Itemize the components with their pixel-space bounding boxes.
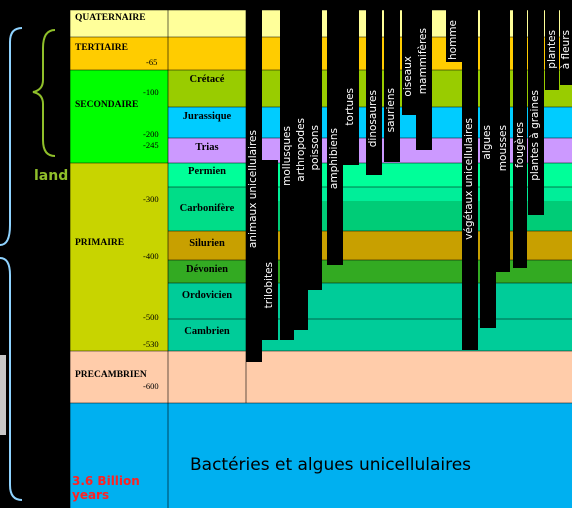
age-530: -530 bbox=[143, 339, 159, 349]
label-dinosaures: dinosaures bbox=[368, 90, 379, 147]
label-algues: algues bbox=[482, 125, 493, 160]
bar-trilobites bbox=[262, 160, 278, 340]
label-oiseaux: oiseaux bbox=[403, 56, 414, 97]
age-200: -200 bbox=[143, 129, 159, 139]
era-secondaire-label: SECONDAIRE bbox=[75, 100, 138, 110]
period-ordovicien-label: Ordovicien bbox=[168, 290, 246, 301]
bar-algues bbox=[480, 10, 496, 328]
period-jurassique-label: Jurassique bbox=[168, 111, 246, 122]
label-mousses: mousses bbox=[498, 125, 509, 171]
label-mammiferes: mammifères bbox=[418, 28, 429, 94]
label-plantes-graines: plantes à graines bbox=[530, 90, 541, 181]
age-65: -65 bbox=[146, 57, 157, 67]
label-tortues: tortues bbox=[345, 88, 356, 126]
label-mollusques: mollusques bbox=[282, 126, 293, 186]
age-600: -600 bbox=[143, 381, 159, 391]
age-100: -100 bbox=[143, 87, 159, 97]
era-primaire-label: PRIMAIRE bbox=[75, 238, 124, 248]
period-carbonifere-label: Carbonifère bbox=[168, 203, 246, 214]
period-cambrien-label: Cambrien bbox=[168, 326, 246, 337]
label-trilobites: trilobites bbox=[264, 262, 275, 308]
period-devonien-label: Dévonien bbox=[168, 264, 246, 275]
label-vegetaux-unicellulaires: végétaux unicellulaires bbox=[464, 118, 475, 240]
period-cretace-label: Crétacé bbox=[168, 74, 246, 85]
label-homme: homme bbox=[448, 20, 459, 60]
label-amphibiens: amphibiens bbox=[329, 128, 340, 189]
period-permien-label: Permien bbox=[168, 166, 246, 177]
label-sauriens: sauriens bbox=[386, 88, 397, 132]
era-precambrien-label: PRECAMBRIEN bbox=[75, 370, 147, 380]
period-silurien-label: Silurien bbox=[168, 238, 246, 249]
label-fougeres: fougères bbox=[515, 122, 526, 168]
era-quaternaire-label: QUATERNAIRE bbox=[75, 13, 146, 23]
age-300: -300 bbox=[143, 194, 159, 204]
label-plantes: plantes bbox=[547, 30, 558, 69]
era-tertiaire-label: TERTIAIRE bbox=[75, 43, 128, 53]
age-245: -245 bbox=[143, 140, 159, 150]
label-arthropodes: arthropodes bbox=[296, 118, 307, 182]
label-poissons: poissons bbox=[310, 125, 321, 171]
age-500: -500 bbox=[143, 312, 159, 322]
bottom-text: Bactéries et algues unicellulaires bbox=[190, 455, 471, 475]
label-animaux-unicellulaires: animaux unicellulaires bbox=[248, 130, 259, 248]
bar-sauriens bbox=[384, 10, 400, 162]
age-400: -400 bbox=[143, 251, 159, 261]
billion-years-label: 3.6 Billion years bbox=[72, 474, 164, 502]
period-trias-label: Trias bbox=[168, 142, 246, 153]
label-a-fleurs: à fleurs bbox=[561, 30, 572, 69]
